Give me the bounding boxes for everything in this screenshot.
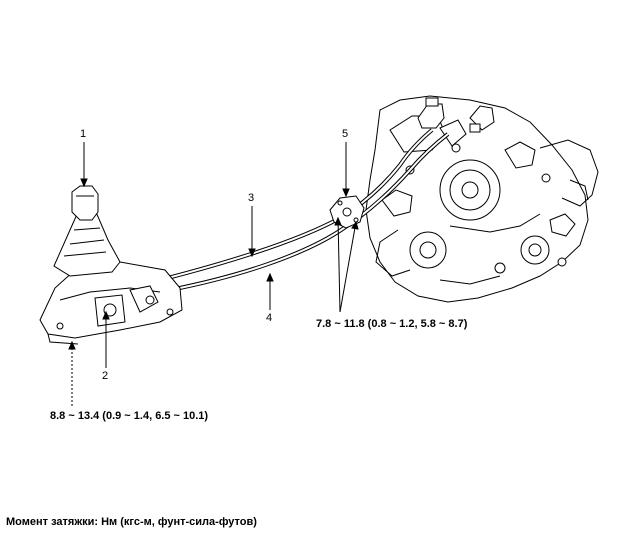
leader-lines	[68, 142, 359, 406]
cable-bracket	[329, 195, 365, 229]
shifter-assembly	[39, 185, 183, 345]
callout-3: 3	[248, 192, 255, 204]
callout-4: 4	[266, 312, 273, 324]
torque-shifter-mount: 8.8 ~ 13.4 (0.9 ~ 1.4, 6.5 ~ 10.1)	[50, 410, 209, 422]
callout-5: 5	[342, 128, 349, 140]
torque-units-note: Момент затяжки: Нм (кгс-м, фунт-сила-фут…	[6, 516, 257, 528]
transmission-housing	[365, 95, 599, 303]
callout-2: 2	[102, 370, 109, 382]
torque-bracket-mount: 7.8 ~ 11.8 (0.8 ~ 1.2, 5.8 ~ 8.7)	[316, 318, 468, 330]
callout-1: 1	[80, 128, 87, 140]
